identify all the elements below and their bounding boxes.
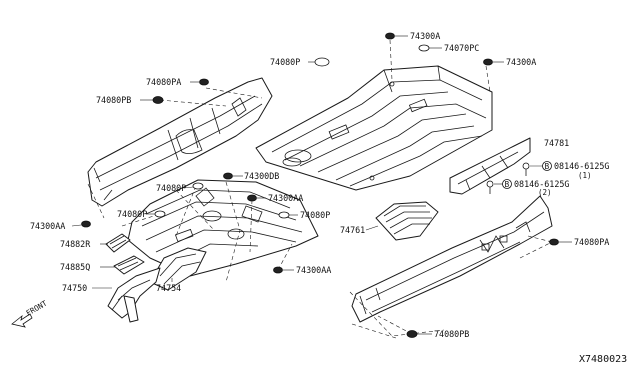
clip-74070PC [418, 44, 430, 52]
clip-74080PA-right [549, 238, 559, 246]
rear-cross-member-74781 [449, 137, 531, 195]
front-direction-indicator: FRONT [11, 298, 49, 328]
bolt-head-2 [486, 180, 494, 188]
plug-74080P-center [278, 211, 290, 219]
label-bolt-1-qty: (1) [578, 171, 592, 180]
plug-74080P-mid [192, 182, 204, 190]
clip-74080PB-bottom [406, 330, 418, 338]
label-74300A-top: 74300A [410, 31, 440, 41]
right-side-sill [351, 195, 553, 323]
label-74080PA-right: 74080PA [574, 237, 609, 247]
label-74080P-top: 74080P [270, 57, 300, 67]
label-74300DB: 74300DB [244, 171, 279, 181]
callout-labels: 74300A 74070PC 74300A 74080P 74080PA 740… [30, 31, 609, 339]
clip-74300A-right [483, 58, 493, 66]
label-74080P-left: 74080P [117, 209, 147, 219]
tray-74761 [375, 201, 439, 241]
rear-floor-panel [255, 65, 493, 191]
label-74080P-mid: 74080P [156, 183, 186, 193]
plug-74080P-top [314, 57, 330, 67]
label-74300AA-mid: 74300AA [268, 193, 303, 203]
front-floor-panel [127, 179, 319, 277]
label-74885Q: 74885Q [60, 262, 90, 272]
left-side-sill [87, 77, 273, 207]
front-arrow-icon [11, 313, 33, 328]
label-74080PB-bottom: 74080PB [434, 329, 469, 339]
label-74781: 74781 [544, 138, 569, 148]
label-74300A-right: 74300A [506, 57, 536, 67]
tunnel-insulator-74754 [149, 247, 207, 291]
bracket-74750 [107, 267, 161, 323]
label-74300AA-left: 74300AA [30, 221, 65, 231]
bolt-callout-2: B 08146-6125G (2) [502, 179, 569, 197]
label-bolt-2-qty: (2) [538, 188, 552, 197]
label-bolt-2: 08146-6125G [514, 179, 569, 189]
assembly-reference-lines [87, 39, 557, 339]
label-74070PC: 74070PC [444, 43, 479, 53]
label-74750: 74750 [62, 283, 87, 293]
bolt-symbol-2: B [505, 180, 510, 189]
clip-74300DB [223, 172, 233, 180]
clip-74300AA-bottom [273, 266, 283, 274]
diagram-reference-code: X7480023 [579, 354, 627, 365]
clip-74300AA-left [81, 220, 91, 228]
clip-74300AA-mid [247, 194, 257, 202]
clip-74300A-top [385, 32, 395, 40]
front-label: FRONT [25, 298, 49, 317]
label-74080PA-left: 74080PA [146, 77, 181, 87]
fasteners [81, 32, 559, 338]
label-74300AA-bottom: 74300AA [296, 265, 331, 275]
clip-74080PB-left [152, 96, 164, 104]
clip-74080PA-left [199, 78, 209, 86]
label-74080P-center: 74080P [300, 210, 330, 220]
bolt-symbol-1: B [545, 162, 550, 171]
label-74754: 74754 [156, 283, 181, 293]
bolt-callout-1: B 08146-6125G (1) [542, 161, 609, 180]
bracket-74885Q [113, 255, 145, 275]
bolt-head-1 [522, 162, 530, 170]
label-bolt-1: 08146-6125G [554, 161, 609, 171]
bracket-74882R [105, 233, 131, 253]
label-74761: 74761 [340, 225, 365, 235]
label-74882R: 74882R [60, 239, 91, 249]
label-74080PB-left: 74080PB [96, 95, 131, 105]
plug-74080P-left [154, 210, 166, 218]
